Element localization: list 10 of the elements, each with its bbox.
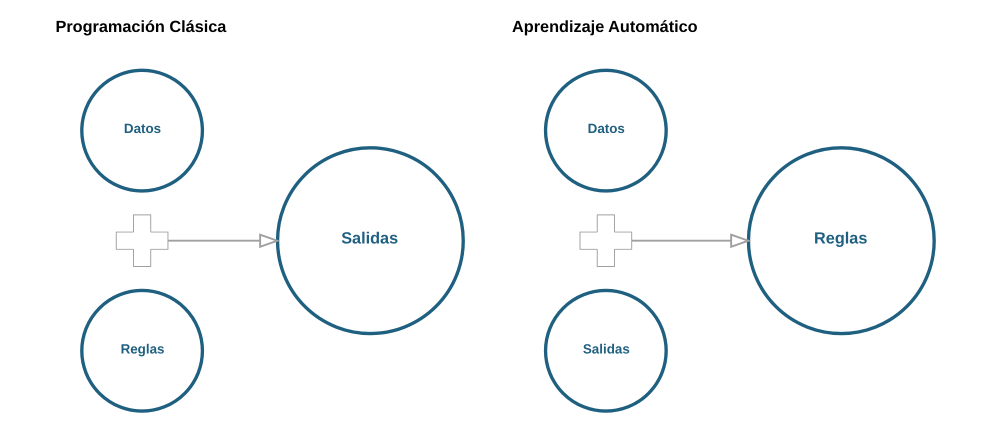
node-circle: Salidas xyxy=(276,146,465,336)
label: Programación Clásica xyxy=(55,18,226,36)
node-circle: Reglas xyxy=(80,288,204,413)
arrow xyxy=(168,233,280,248)
node-circle: Datos xyxy=(544,68,668,193)
arrow xyxy=(632,233,752,248)
label: Aprendizaje Automático xyxy=(512,18,698,36)
node-circle: Datos xyxy=(80,68,204,193)
node-circle: Reglas xyxy=(746,146,936,336)
node-circle: Salidas xyxy=(544,288,668,413)
